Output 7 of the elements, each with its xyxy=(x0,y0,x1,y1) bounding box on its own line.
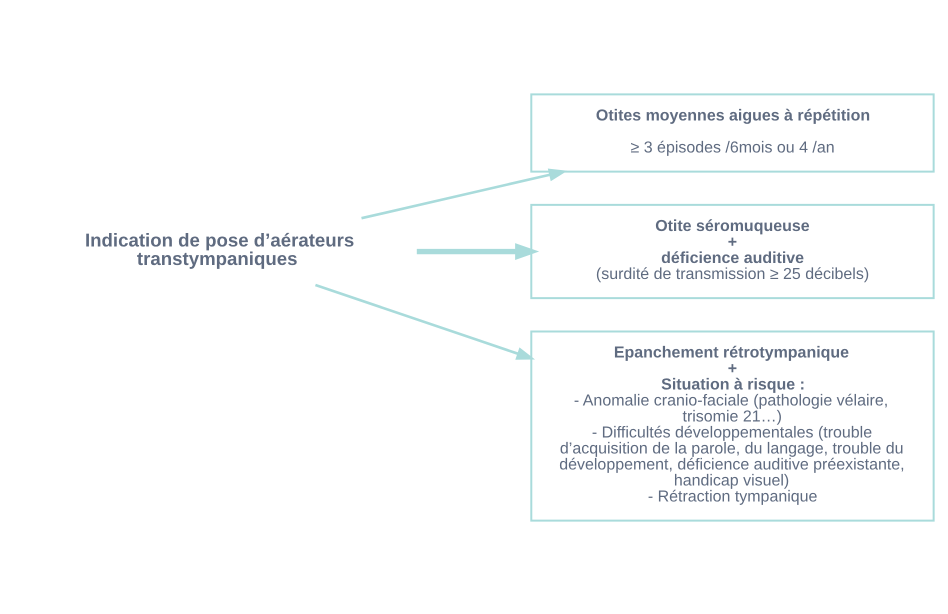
node-box: Epanchement rétrotympanique + Situation à risque : - Anomalie cranio-faciale (pathologie vélaire, trisomie 21…) - Difficultés développementales (trouble d’acquisition de la parole, du langage, trouble du développement, déficience auditive préexistante, handicap visuel) - Rétraction tympanique xyxy=(530,330,935,522)
node-box: Otites moyennes aigues à répétition ≥ 3 épisodes /6mois ou 4 /an xyxy=(530,92,935,172)
node-box: Otite séromuqueuse + déficience auditive (surdité de transmission ≥ 25 décibels) xyxy=(530,203,935,299)
node-text: Indication de pose d’aérateurs transtympaniques xyxy=(84,228,354,269)
arrow xyxy=(416,242,540,260)
arrow xyxy=(361,168,568,219)
arrow xyxy=(314,283,536,360)
